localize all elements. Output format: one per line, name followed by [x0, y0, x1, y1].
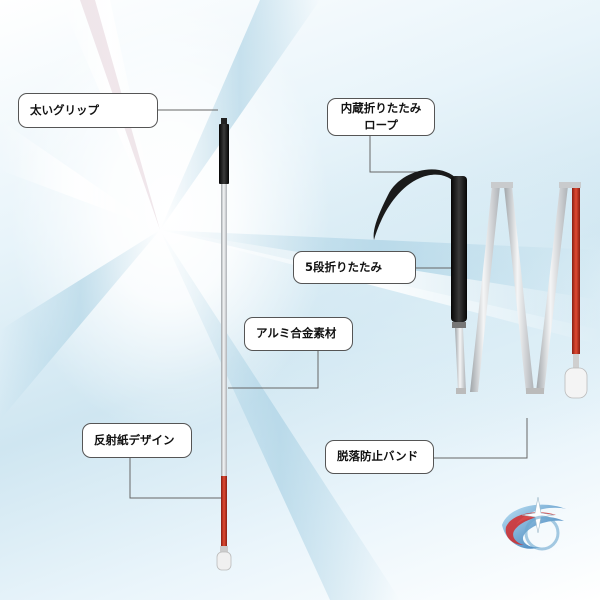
label-five-fold: 5段折りたたみ — [293, 251, 416, 284]
label-reflective: 反射紙デザイン — [82, 423, 192, 458]
label-inner-rope: 内蔵折りたたみ ロープ — [327, 98, 435, 136]
label-aluminum: アルミ合金素材 — [244, 317, 353, 351]
label-reflective-text: 反射紙デザイン — [94, 432, 175, 447]
label-five-fold-text: 5段折りたたみ — [305, 259, 383, 274]
label-aluminum-text: アルミ合金素材 — [256, 326, 337, 341]
label-inner-rope-line1: 内蔵折りたたみ — [340, 100, 422, 115]
label-thick-grip: 太いグリップ — [18, 93, 158, 128]
label-anti-drop-band: 脱落防止バンド — [325, 440, 434, 474]
label-thick-grip-text: 太いグリップ — [30, 102, 99, 117]
label-anti-drop-band-text: 脱落防止バンド — [337, 449, 419, 464]
swirl-globe-star-logo-icon — [502, 496, 566, 551]
label-inner-rope-line2: ロープ — [364, 118, 398, 132]
